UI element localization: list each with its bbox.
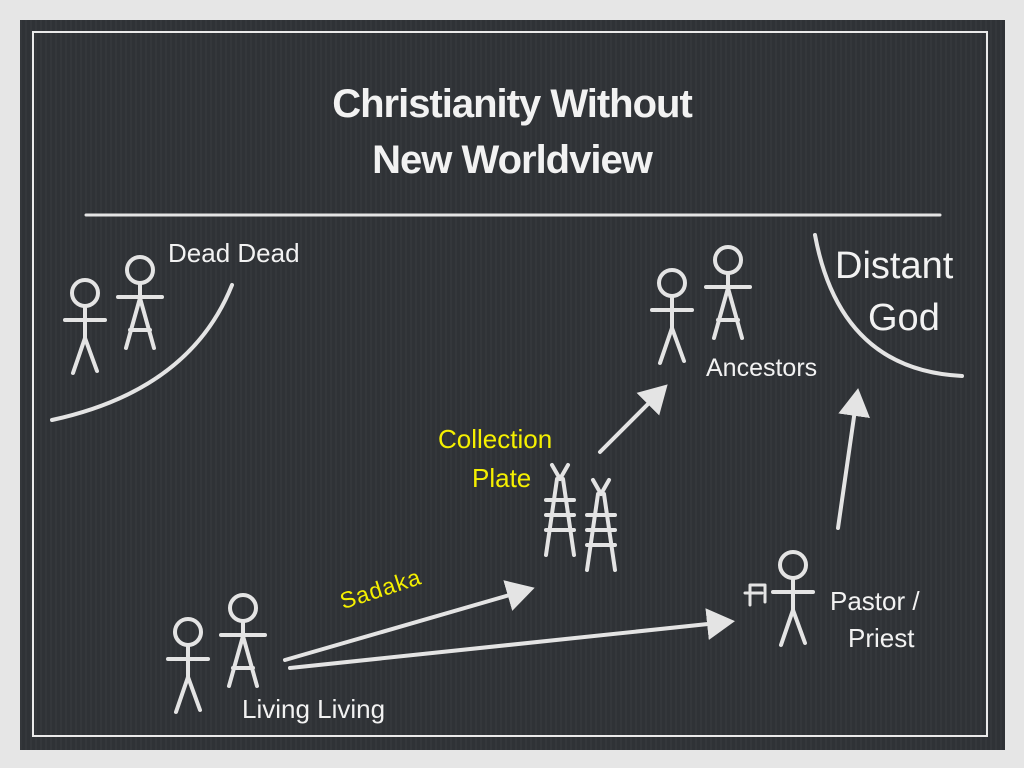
distant-god-label-1: Distant <box>835 245 954 287</box>
god-boundary-arc <box>813 233 964 378</box>
collection-plate-label-2: Plate <box>472 463 532 493</box>
distant-god-label-2: God <box>868 297 940 339</box>
collection-plate-2 <box>585 478 617 572</box>
arrow-living-to-pastor <box>288 608 735 670</box>
ancestor-male-figure <box>650 268 694 365</box>
living-male-figure <box>166 617 210 714</box>
chalkboard <box>20 20 1005 750</box>
dead-female-figure <box>116 255 164 350</box>
pastor-cross-icon <box>743 583 767 607</box>
arrow-pastor-to-god <box>836 388 870 530</box>
chalk-frame <box>32 31 988 737</box>
ancestor-female-figure <box>704 245 752 340</box>
slide-title-line-1: Christianity Without <box>332 82 693 126</box>
collection-plate-label-1: Collection <box>438 424 553 454</box>
dead-male-figure <box>63 278 107 375</box>
ancestors-label: Ancestors <box>706 354 818 382</box>
living-female-figure <box>219 593 267 688</box>
pastor-label-2: Priest <box>848 623 915 653</box>
slide-title-line-2: New Worldview <box>372 138 653 182</box>
living-label: Living Living <box>242 694 386 724</box>
pastor-figure <box>771 550 815 647</box>
pastor-label-1: Pastor / <box>830 586 920 616</box>
arrow-sadaka <box>283 580 535 662</box>
dead-label: Dead Dead <box>168 238 300 268</box>
arrow-plate-to-ancestors <box>598 384 668 454</box>
collection-plate-1 <box>544 463 576 557</box>
dead-boundary-arc <box>50 283 234 422</box>
